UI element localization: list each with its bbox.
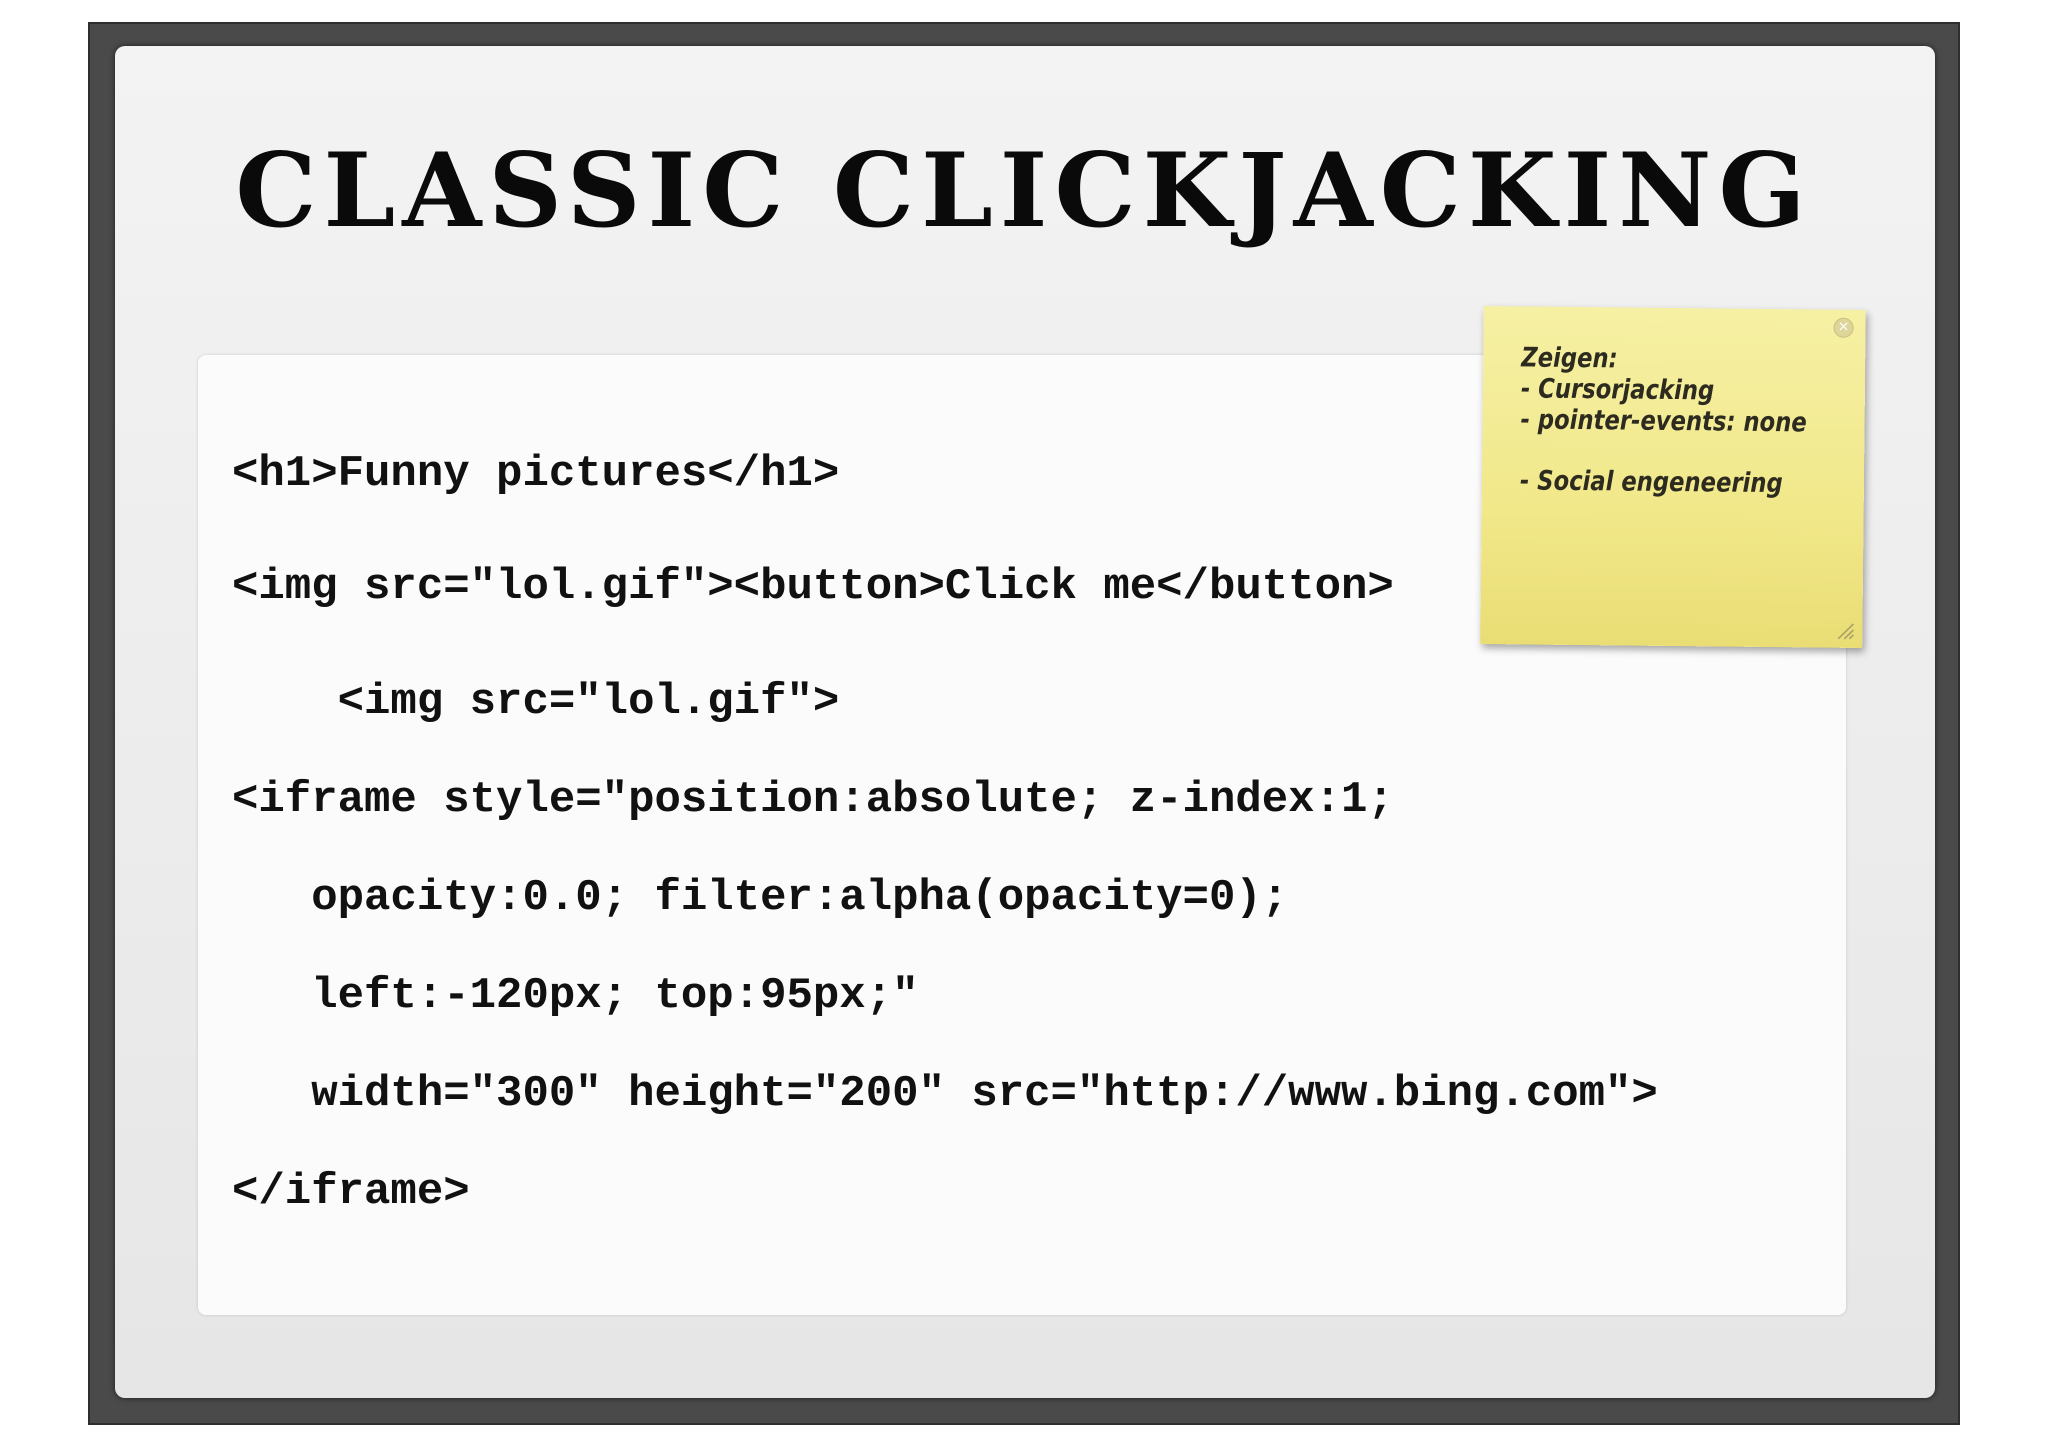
sticky-note-line: - pointer-events: none: [1520, 404, 1807, 439]
code-line: <h1>Funny pictures</h1>: [232, 449, 840, 499]
code-line: <iframe style="position:absolute; z-inde…: [232, 775, 1394, 825]
code-panel: <h1>Funny pictures</h1> <img src="lol.gi…: [198, 355, 1846, 1315]
sticky-note-line: - Social engeneering: [1519, 465, 1783, 500]
code-line: <img src="lol.gif">: [232, 677, 840, 727]
sticky-note-text[interactable]: Zeigen: - Cursorjacking - pointer-events…: [1519, 342, 1807, 500]
code-line: opacity:0.0; filter:alpha(opacity=0);: [232, 873, 1289, 923]
close-icon[interactable]: ×: [1833, 317, 1854, 338]
sticky-note-line: - Cursorjacking: [1520, 373, 1715, 407]
sticky-note-gap: [1520, 435, 1789, 468]
sticky-note-line: Zeigen:: [1521, 342, 1618, 375]
resize-grip-icon[interactable]: [1834, 620, 1855, 640]
code-line: left:-120px; top:95px;": [232, 971, 919, 1021]
code-line: <img src="lol.gif"><button>Click me</but…: [232, 562, 1394, 612]
code-line: </iframe>: [232, 1167, 470, 1217]
sticky-note[interactable]: × Zeigen: - Cursorjacking - pointer-even…: [1480, 306, 1866, 648]
code-line: width="300" height="200" src="http://www…: [232, 1069, 1658, 1119]
slide-title: CLASSIC CLICKJACKING: [235, 131, 1813, 251]
